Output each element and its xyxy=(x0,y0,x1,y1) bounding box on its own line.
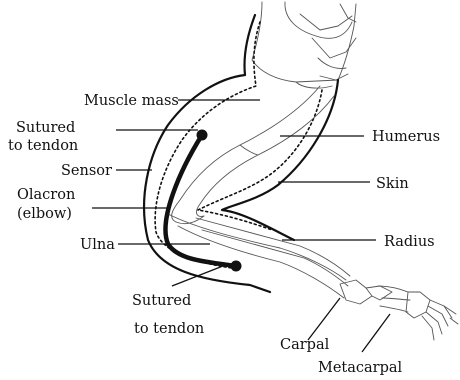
label-muscle-mass: Muscle mass xyxy=(84,93,179,109)
muscle-mass-outline xyxy=(155,22,322,268)
label-olacron-line2: (elbow) xyxy=(17,206,72,222)
hand-bones xyxy=(340,280,458,340)
label-leaders xyxy=(92,100,390,352)
label-sutured-bottom-line1: Sutured xyxy=(132,293,191,309)
top-suture-point xyxy=(197,130,208,141)
label-sutured-top-line2: to tendon xyxy=(8,138,78,154)
label-sutured-bottom-line2: to tendon xyxy=(134,321,204,337)
forearm-bones xyxy=(168,214,350,298)
shoulder-region xyxy=(252,2,356,88)
label-metacarpal: Metacarpal xyxy=(318,360,403,376)
label-humerus: Humerus xyxy=(372,129,440,145)
label-skin: Skin xyxy=(376,176,409,192)
humerus-bone xyxy=(172,86,334,224)
label-sutured-top-line1: Sutured xyxy=(16,120,75,136)
label-carpal: Carpal xyxy=(280,337,330,353)
label-ulna: Ulna xyxy=(80,237,115,253)
label-sensor: Sensor xyxy=(61,163,112,179)
label-radius: Radius xyxy=(384,234,435,250)
bottom-suture-point xyxy=(231,261,242,272)
label-olacron-line1: Olacron xyxy=(17,187,75,203)
